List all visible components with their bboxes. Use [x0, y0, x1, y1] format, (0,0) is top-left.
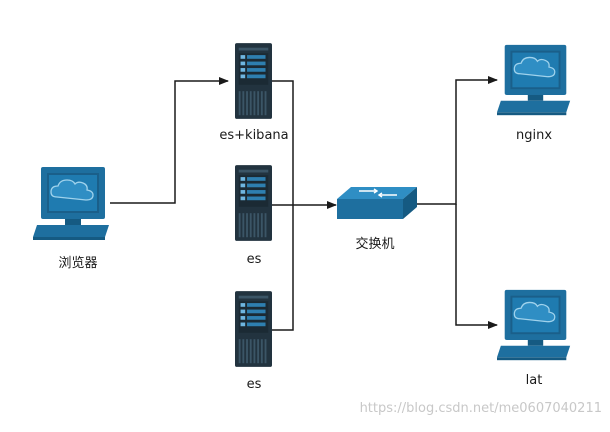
switch-label: 交换机 — [355, 237, 395, 252]
browser-computer-icon — [33, 166, 110, 241]
edge-browser-to-es-kibana — [110, 77, 229, 204]
lat-computer-icon — [497, 289, 571, 361]
nginx-label: nginx — [515, 128, 553, 143]
es-kibana-server-icon — [235, 43, 272, 119]
browser-label: 浏览器 — [58, 256, 98, 271]
connectors — [110, 76, 498, 331]
edge-switch-to-nginx — [417, 76, 498, 205]
edge-es-kibana-to-switch — [272, 80, 294, 205]
es-server-icon — [235, 165, 272, 241]
es-label: es — [246, 377, 262, 392]
switch-icon — [337, 187, 417, 220]
watermark-text: https://blog.csdn.net/me0607040211 — [359, 401, 602, 416]
edge-switch-to-lat — [455, 204, 498, 329]
edge-es-3-to-switch — [272, 205, 294, 331]
es-label: es — [246, 252, 262, 267]
lat-label: lat — [525, 373, 543, 388]
es-kibana-label: es+kibana — [219, 128, 289, 143]
es-server-icon — [235, 291, 272, 367]
nginx-computer-icon — [497, 44, 571, 116]
